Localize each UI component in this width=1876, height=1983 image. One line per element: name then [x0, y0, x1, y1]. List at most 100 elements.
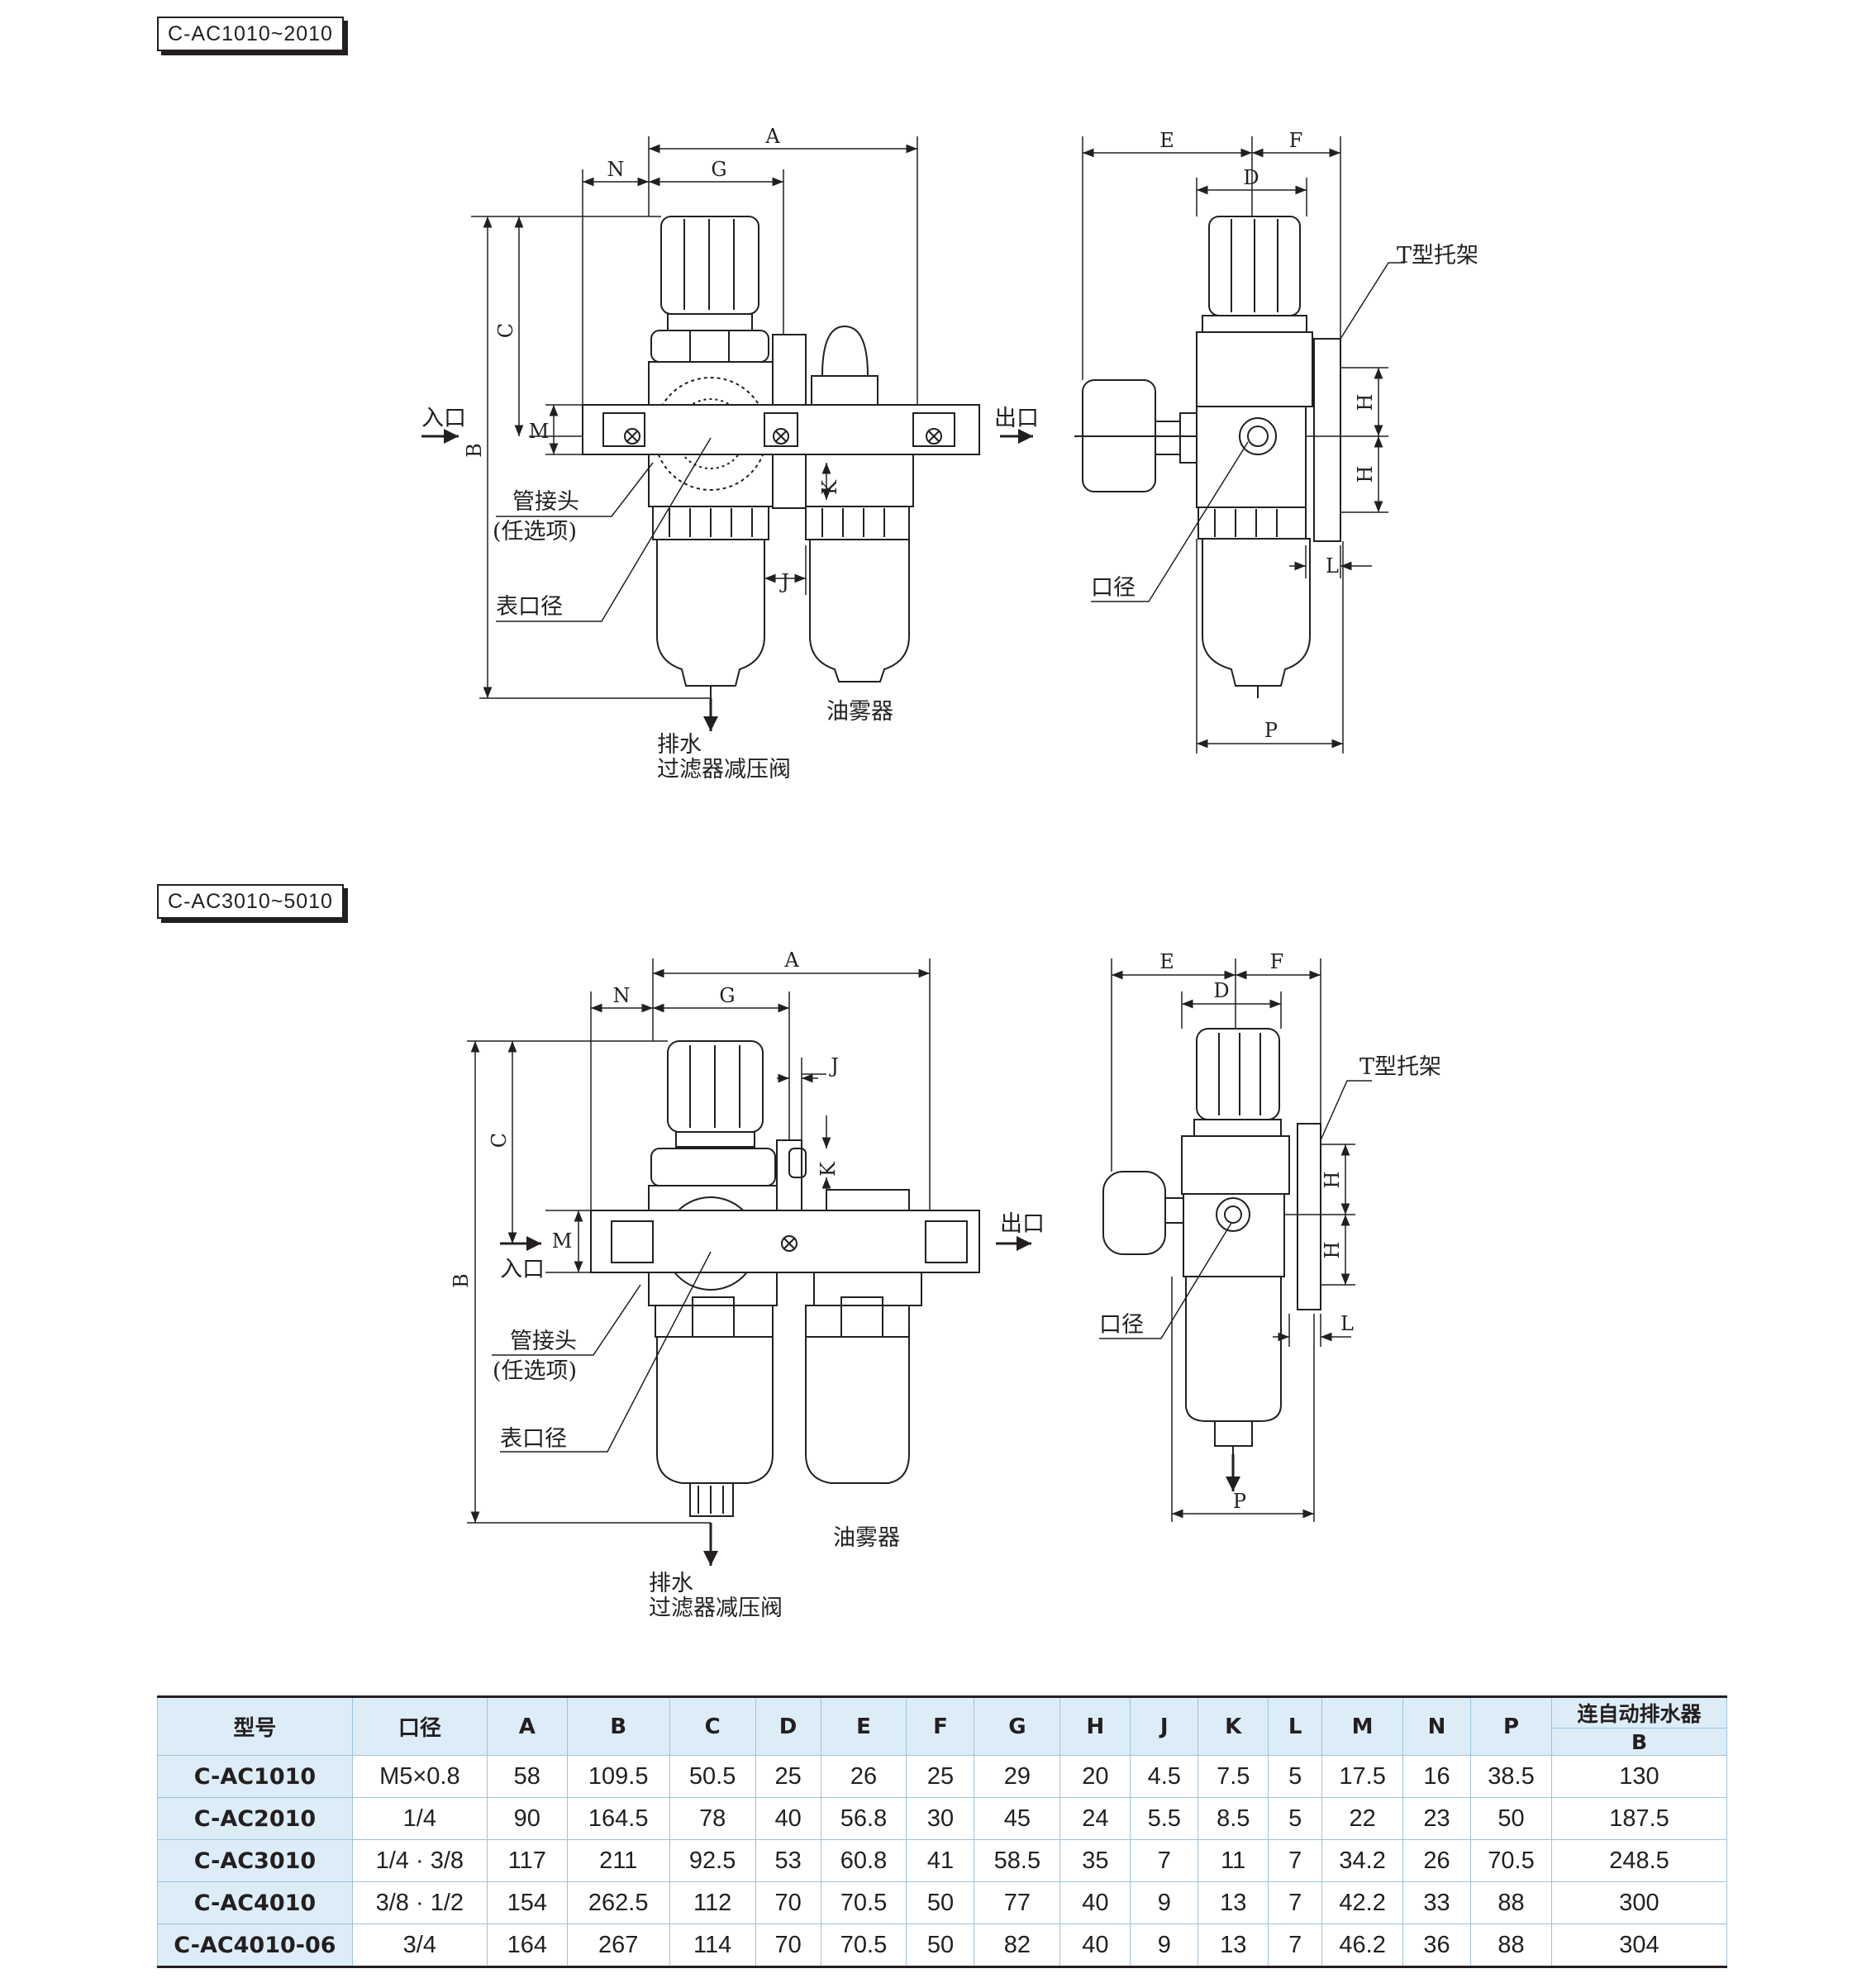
dim2-b: B	[450, 1273, 473, 1288]
label-bracket-1: T型托架	[1397, 243, 1478, 269]
label-inlet-2: 入口	[500, 1257, 545, 1282]
table-cell: 53	[755, 1839, 821, 1882]
table-cell: 8.5	[1197, 1797, 1269, 1840]
section-tag-1: C-AC1010~2010	[157, 17, 344, 51]
table-cell: 164	[486, 1924, 568, 1968]
side2-dim-d: D	[1213, 979, 1229, 1002]
table-cell: 304	[1550, 1924, 1728, 1968]
header-a: A	[486, 1695, 568, 1756]
table-cell: 88	[1470, 1924, 1552, 1968]
table-cell: 7.5	[1197, 1755, 1269, 1798]
dim-j: J	[778, 570, 789, 593]
header-f: F	[906, 1695, 975, 1756]
table-cell: 1/4 · 3/8	[351, 1839, 488, 1882]
label-outlet-1: 出口	[994, 406, 1039, 431]
table-cell-model: C-AC4010	[157, 1881, 353, 1924]
table-cell: 22	[1321, 1797, 1404, 1840]
table-cell: 130	[1550, 1755, 1728, 1798]
side2-dim-e: E	[1159, 950, 1174, 973]
table-cell: 7	[1268, 1924, 1323, 1968]
side1-dim-h1: H	[1354, 394, 1377, 411]
header-p: P	[1470, 1695, 1552, 1756]
header-e: E	[820, 1695, 907, 1756]
label-port-2: 口径	[1099, 1312, 1144, 1338]
table-cell: 17.5	[1321, 1755, 1404, 1798]
side1-dim-e: E	[1159, 129, 1174, 152]
table-cell: 34.2	[1321, 1839, 1404, 1882]
front-view-1	[582, 216, 980, 698]
table-cell: 26	[1402, 1839, 1472, 1882]
header-j: J	[1130, 1695, 1199, 1756]
table-cell-model: C-AC1010	[157, 1755, 353, 1798]
label-bracket-2: T型托架	[1359, 1054, 1441, 1080]
table-cell: 114	[669, 1924, 756, 1968]
table-cell: 26	[820, 1755, 907, 1798]
spec-table: 型号 口径 A B C D E F G H J K L M N P 连自动排水器…	[157, 1695, 1728, 1968]
table-cell: 117	[486, 1839, 568, 1882]
table-cell: 70	[755, 1881, 821, 1924]
dim-m: M	[529, 420, 550, 443]
table-cell: M5×0.8	[351, 1755, 488, 1798]
table-cell: 13	[1197, 1881, 1269, 1924]
dim2-j: J	[828, 1054, 839, 1077]
label-optional-2: (任选项)	[493, 1358, 577, 1384]
table-cell-model: C-AC4010-06	[157, 1924, 353, 1968]
table-cell: 36	[1402, 1924, 1472, 1968]
table-cell: 50.5	[669, 1755, 756, 1798]
dim-a: A	[764, 125, 780, 148]
table-cell: 112	[669, 1881, 756, 1924]
header-auto-drain-b: B	[1550, 1728, 1728, 1756]
dim2-n: N	[613, 984, 631, 1007]
table-cell: 30	[906, 1797, 975, 1840]
label-gauge-port-2: 表口径	[500, 1426, 567, 1452]
table-cell: 41	[906, 1839, 975, 1882]
dim2-c: C	[488, 1133, 511, 1148]
table-cell: 5	[1268, 1797, 1323, 1840]
table-cell: 267	[566, 1924, 670, 1968]
dim-g: G	[711, 158, 726, 181]
table-cell: 7	[1268, 1839, 1323, 1882]
table-cell: 5	[1268, 1755, 1323, 1798]
table-cell: 70.5	[820, 1924, 907, 1968]
table-cell: 24	[1059, 1797, 1131, 1840]
table-cell: 11	[1197, 1839, 1269, 1882]
table-cell: 9	[1130, 1881, 1199, 1924]
table-cell: 5.5	[1130, 1797, 1199, 1840]
table-cell: 1/4	[351, 1797, 488, 1840]
label-lubricator-2: 油雾器	[833, 1525, 900, 1551]
side-view-2	[1102, 1028, 1321, 1479]
technical-drawings: A N G C B M K J 入口 出口 管接头 (任选项) 表口径 油雾器 …	[421, 125, 1478, 1621]
table-cell: 211	[566, 1839, 670, 1882]
table-cell: 88	[1470, 1881, 1552, 1924]
table-cell: 70.5	[820, 1881, 907, 1924]
table-cell: 70	[755, 1924, 821, 1968]
table-cell: 25	[906, 1755, 975, 1798]
table-cell: 56.8	[820, 1797, 907, 1840]
table-cell: 90	[486, 1797, 568, 1840]
table-cell: 262.5	[566, 1881, 670, 1924]
header-g: G	[974, 1695, 1061, 1756]
side1-dim-d: D	[1243, 166, 1259, 189]
table-cell: 20	[1059, 1755, 1131, 1798]
table-cell: 70.5	[1470, 1839, 1552, 1882]
table-cell: 50	[1470, 1797, 1552, 1840]
header-auto-drain: 连自动排水器	[1550, 1695, 1728, 1729]
side-view-1	[1074, 216, 1341, 698]
side2-dim-l: L	[1340, 1312, 1354, 1335]
table-cell: 109.5	[566, 1755, 670, 1798]
table-cell: 154	[486, 1881, 568, 1924]
label-inlet-1: 入口	[421, 406, 466, 431]
header-b: B	[566, 1695, 670, 1756]
table-cell: 25	[755, 1755, 821, 1798]
section-tag-2: C-AC3010~5010	[157, 884, 344, 919]
table-cell: 3/4	[351, 1924, 488, 1968]
label-lubricator-1: 油雾器	[826, 699, 893, 725]
table-cell: 300	[1550, 1881, 1728, 1924]
dim-n: N	[607, 158, 625, 181]
table-cell: 40	[755, 1797, 821, 1840]
header-c: C	[669, 1695, 756, 1756]
table-cell: 187.5	[1550, 1797, 1728, 1840]
table-cell: 40	[1059, 1881, 1131, 1924]
